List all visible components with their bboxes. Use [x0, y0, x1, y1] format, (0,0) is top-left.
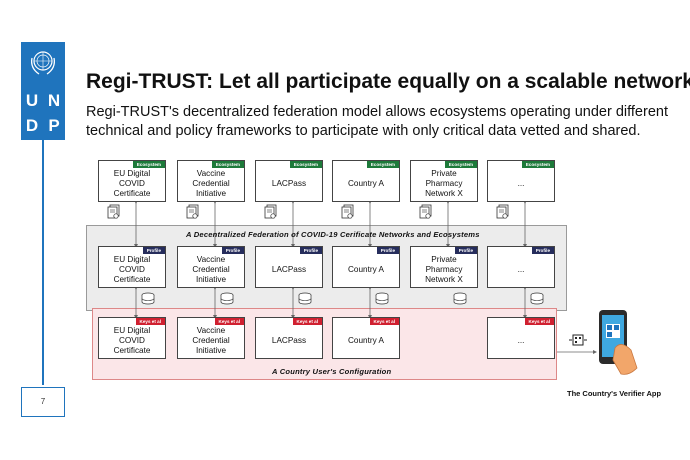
certificate-document-icon	[186, 204, 199, 219]
smartphone-qr-icon	[599, 310, 638, 375]
ecosystem-tag: Ecosystem	[132, 161, 165, 168]
node-label: LACPass	[271, 178, 307, 188]
keys-node: Keys et al Country A	[332, 317, 400, 359]
node-label: EU Digital COVID Certificate	[113, 325, 151, 355]
node-label: Private Pharmacy Network X	[425, 254, 463, 284]
keys-node: Keys et al Vaccine Credential Initiative	[177, 317, 245, 359]
node-label: Country A	[348, 335, 384, 345]
keys-tag: Keys et al	[292, 318, 322, 325]
keys-tag: Keys et al	[214, 318, 244, 325]
logo-letter-d: D	[25, 116, 39, 135]
ecosystem-node: Ecosystem EU Digital COVID Certificate	[98, 160, 166, 202]
page-number: 7	[21, 387, 65, 417]
database-icon	[141, 292, 155, 305]
node-label: LACPass	[271, 335, 307, 345]
profile-node: Profile Country A	[332, 246, 400, 288]
ecosystem-tag: Ecosystem	[521, 161, 554, 168]
profile-node: Profile EU Digital COVID Certificate	[98, 246, 166, 288]
node-label: Country A	[348, 178, 384, 188]
keys-node: Keys et al LACPass	[255, 317, 323, 359]
node-label: Vaccine Credential Initiative	[192, 325, 230, 355]
ecosystem-tag: Ecosystem	[289, 161, 322, 168]
database-icon	[298, 292, 312, 305]
certificate-document-icon	[341, 204, 354, 219]
ecosystem-node: Ecosystem Vaccine Credential Initiative	[177, 160, 245, 202]
node-label: EU Digital COVID Certificate	[113, 254, 151, 284]
profile-tag: Profile	[299, 247, 322, 254]
ecosystem-node: Ecosystem Private Pharmacy Network X	[410, 160, 478, 202]
node-label: Private Pharmacy Network X	[425, 168, 463, 198]
keys-node: Keys et al ...	[487, 317, 555, 359]
profile-node: Profile Private Pharmacy Network X	[410, 246, 478, 288]
logo-letter-p: P	[48, 116, 60, 135]
certificate-document-icon	[419, 204, 432, 219]
node-label: ...	[517, 335, 525, 345]
profile-tag: Profile	[376, 247, 399, 254]
profile-tag: Profile	[454, 247, 477, 254]
ecosystem-node: Ecosystem ...	[487, 160, 555, 202]
database-icon	[220, 292, 234, 305]
un-emblem-icon	[31, 51, 55, 75]
profile-tag: Profile	[531, 247, 554, 254]
certificate-document-icon	[496, 204, 509, 219]
keys-tag: Keys et al	[369, 318, 399, 325]
country-config-label: A Country User's Configuration	[272, 367, 392, 376]
ecosystem-tag: Ecosystem	[211, 161, 244, 168]
undp-logo: U N D P	[21, 42, 65, 140]
database-icon	[530, 292, 544, 305]
page-subtitle: Regi-TRUST's decentralized federation mo…	[86, 104, 668, 139]
country-config-region	[92, 308, 557, 380]
keys-node: Keys et al EU Digital COVID Certificate	[98, 317, 166, 359]
profile-tag: Profile	[221, 247, 244, 254]
ecosystem-tag: Ecosystem	[444, 161, 477, 168]
federation-region	[86, 225, 567, 311]
node-label: ...	[517, 264, 525, 274]
ecosystem-tag: Ecosystem	[366, 161, 399, 168]
sidebar-line	[42, 140, 44, 385]
profile-tag: Profile	[142, 247, 165, 254]
profile-node: Profile LACPass	[255, 246, 323, 288]
ecosystem-node: Ecosystem LACPass	[255, 160, 323, 202]
node-label: EU Digital COVID Certificate	[113, 168, 151, 198]
node-label: ...	[517, 178, 525, 188]
profile-node: Profile Vaccine Credential Initiative	[177, 246, 245, 288]
keys-tag: Keys et al	[135, 318, 165, 325]
database-icon	[453, 292, 467, 305]
ecosystem-node: Ecosystem Country A	[332, 160, 400, 202]
certificate-document-icon	[264, 204, 277, 219]
node-label: Vaccine Credential Initiative	[192, 168, 230, 198]
certificate-document-icon	[107, 204, 120, 219]
federation-label: A Decentralized Federation of COVID-19 C…	[186, 230, 480, 239]
logo-letter-n: N	[47, 91, 61, 110]
verifier-app-label: The Country's Verifier App	[567, 389, 662, 398]
qr-scan-icon	[569, 334, 587, 346]
database-icon	[375, 292, 389, 305]
node-label: Country A	[348, 264, 384, 274]
node-label: Vaccine Credential Initiative	[192, 254, 230, 284]
node-label: LACPass	[271, 264, 307, 274]
page-title: Regi-TRUST: Let all participate equally …	[86, 70, 690, 93]
profile-node: Profile ...	[487, 246, 555, 288]
logo-letter-u: U	[25, 91, 39, 110]
keys-tag: Keys et al	[524, 318, 554, 325]
